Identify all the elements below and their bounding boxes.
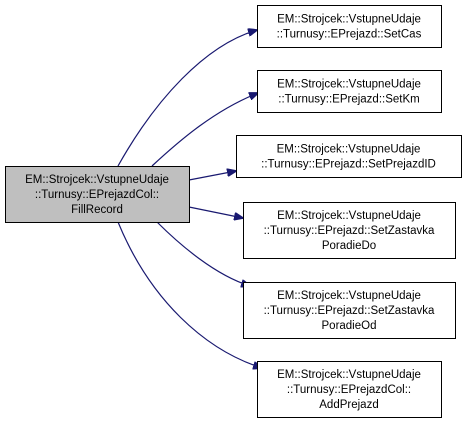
node-label-line: ::Turnusy::EPrejazd::SetCas (277, 29, 422, 41)
node-label-line: ::Turnusy::EPrejazd::SetKm (278, 94, 419, 106)
node-label-line: EM::Strojcek::VstupneUdaje (277, 369, 421, 381)
edge-arrow-setzastavkaporadiedo (188, 206, 243, 218)
node-label-line: ::Turnusy::EPrejazd::SetPrejazdID (261, 159, 436, 171)
node-box (243, 282, 456, 339)
node-label-line: ::Turnusy::EPrejazdCol:: (287, 384, 411, 396)
node-label-line: ::Turnusy::EPrejazd::SetZastavka (264, 305, 435, 317)
edge-arrow-setcas (117, 30, 257, 167)
node-setprejazdid[interactable]: EM::Strojcek::VstupneUdaje::Turnusy::EPr… (236, 135, 462, 178)
node-box (236, 135, 462, 178)
node-addprejazd[interactable]: EM::Strojcek::VstupneUdaje::Turnusy::EPr… (257, 361, 442, 418)
node-label-line: FillRecord (71, 204, 123, 216)
nodes: EM::Strojcek::VstupneUdaje::Turnusy::EPr… (5, 5, 462, 418)
node-label-line: AddPrejazd (319, 399, 378, 411)
node-label-line: EM::Strojcek::VstupneUdaje (277, 79, 421, 91)
node-setcas[interactable]: EM::Strojcek::VstupneUdaje::Turnusy::EPr… (257, 5, 442, 48)
edges (117, 30, 262, 368)
node-label-line: ::Turnusy::EPrejazd::SetZastavka (264, 225, 435, 237)
node-setkm[interactable]: EM::Strojcek::VstupneUdaje::Turnusy::EPr… (257, 70, 442, 113)
node-label-line: PoradieOd (322, 320, 377, 332)
edge-arrow-setkm (151, 93, 258, 167)
node-label-line: EM::Strojcek::VstupneUdaje (277, 290, 421, 302)
node-label-line: EM::Strojcek::VstupneUdaje (277, 144, 421, 156)
node-label-line: EM::Strojcek::VstupneUdaje (25, 174, 169, 186)
node-box (5, 166, 190, 223)
edge-arrow-addprejazd (117, 221, 262, 368)
node-label-line: ::Turnusy::EPrejazdCol:: (35, 189, 159, 201)
node-label-line: EM::Strojcek::VstupneUdaje (277, 210, 421, 222)
edge-arrow-setzastavkaporadieod (156, 221, 250, 286)
node-box (257, 361, 442, 418)
node-box (257, 5, 442, 48)
node-setzastavkaporadiedo[interactable]: EM::Strojcek::VstupneUdaje::Turnusy::EPr… (243, 202, 456, 259)
node-box (257, 70, 442, 113)
node-setzastavkaporadieod[interactable]: EM::Strojcek::VstupneUdaje::Turnusy::EPr… (243, 282, 456, 339)
node-box (243, 202, 456, 259)
edge-arrow-setprejazdid (188, 171, 236, 181)
node-label-line: PoradieDo (322, 240, 376, 252)
node-label-line: EM::Strojcek::VstupneUdaje (277, 14, 421, 26)
node-fillrecord[interactable]: EM::Strojcek::VstupneUdaje::Turnusy::EPr… (5, 166, 190, 223)
